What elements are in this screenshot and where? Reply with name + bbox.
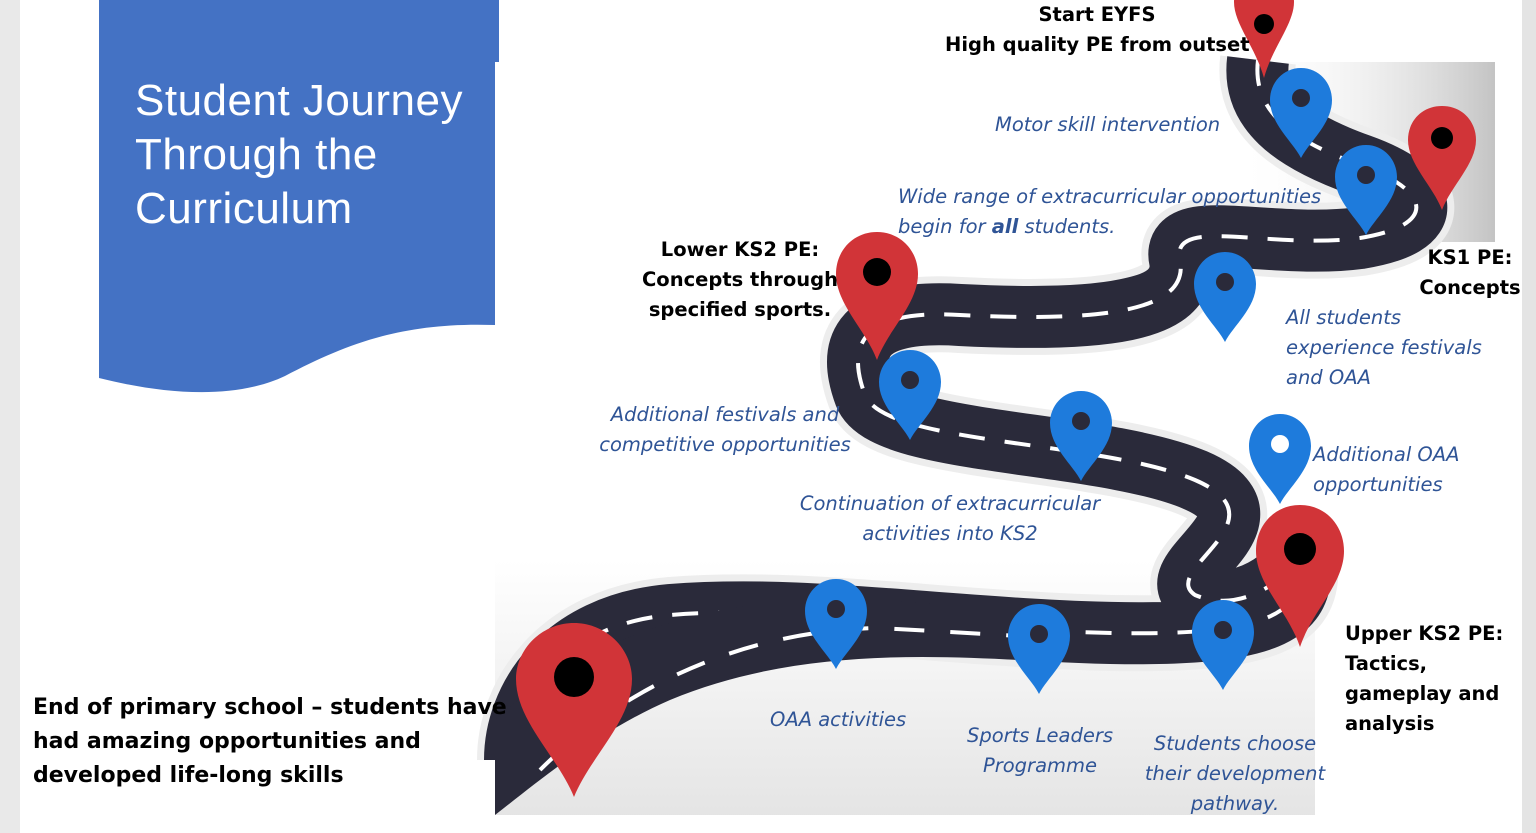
milestone-start-label: Start EYFS High quality PE from outset [945, 0, 1250, 60]
activity-festivals-label: All students experience festivals and OA… [1286, 303, 1482, 393]
milestone-pin-end [516, 623, 632, 797]
activity-pin-festivals [1194, 252, 1256, 342]
continuation-line-1: Continuation of extracurricular [799, 492, 1101, 515]
milestone-pin-start [1234, 0, 1294, 78]
festivals-line-2: experience festivals [1286, 336, 1482, 359]
continuation-line-2: activities into KS2 [862, 522, 1038, 545]
road-foreground [495, 598, 1020, 815]
choose-line-2: their development [1144, 762, 1326, 785]
activity-choose-label: Students choose their development pathwa… [1135, 729, 1335, 819]
upper-ks2-line-4: analysis [1345, 712, 1435, 735]
journey-illustration [99, 0, 1495, 815]
slide-title: Student Journey Through the Curriculum [135, 74, 463, 236]
activity-additional-label: Additional festivals and competitive opp… [585, 400, 865, 460]
activity-pin-continuation [1050, 391, 1112, 481]
title-line-2: Through the [135, 130, 378, 179]
activity-pin-wide [1335, 145, 1397, 235]
activity-motor-label: Motor skill intervention [995, 113, 1221, 136]
milestone-end-label: End of primary school – students have ha… [33, 691, 507, 793]
activity-pin-add-oaa [1249, 414, 1311, 504]
wide-line-2-pre: begin for [898, 215, 992, 238]
wide-line-2-bold: all [991, 215, 1019, 238]
activity-continuation-label: Continuation of extracurricular activiti… [780, 489, 1120, 549]
upper-ks2-line-2: Tactics, [1345, 652, 1428, 675]
wide-line-1: Wide range of extracurricular opportunit… [898, 185, 1322, 208]
leaders-line-1: Sports Leaders [966, 724, 1114, 747]
start-line-1: Start EYFS [1038, 3, 1156, 26]
wide-line-2-post: students. [1018, 215, 1116, 238]
activity-add-oaa-label: Additional OAA opportunities [1313, 440, 1459, 500]
milestone-lower-ks2-label: Lower KS2 PE: Concepts through specified… [635, 235, 845, 325]
ks1-line-2: Concepts [1419, 276, 1521, 299]
choose-line-1: Students choose [1153, 732, 1317, 755]
upper-ks2-line-1: Upper KS2 PE: [1345, 622, 1504, 645]
end-line-1: End of primary school – students have [33, 695, 507, 720]
activity-pin-motor [1270, 68, 1332, 158]
festivals-line-3: and OAA [1286, 366, 1371, 389]
festivals-line-1: All students [1286, 306, 1402, 329]
milestone-pin-lower-ks2 [836, 232, 918, 360]
milestone-pin-ks1 [1408, 106, 1476, 210]
wide-line-2: begin for all students. [898, 212, 1321, 242]
add-oaa-line-2: opportunities [1313, 473, 1443, 496]
slide: Student Journey Through the Curriculum S… [20, 0, 1522, 833]
milestone-ks1-label: KS1 PE: Concepts [1418, 243, 1522, 303]
activity-oaa-label: OAA activities [770, 708, 907, 731]
activity-pin-leaders [1008, 604, 1070, 694]
end-line-3: developed life-long skills [33, 763, 344, 788]
additional-line-1: Additional festivals and [610, 403, 840, 426]
window-edge [1522, 0, 1536, 833]
title-panel [99, 0, 499, 393]
activity-pin-additional [879, 350, 941, 440]
title-line-1: Student Journey [135, 76, 463, 125]
start-line-2: High quality PE from outset [945, 33, 1250, 56]
add-oaa-line-1: Additional OAA [1313, 443, 1460, 466]
activity-pin-choose [1192, 600, 1254, 690]
upper-ks2-line-3: gameplay and [1345, 682, 1500, 705]
activity-leaders-label: Sports Leaders Programme [955, 721, 1125, 781]
lower-ks2-line-3: specified sports. [648, 298, 832, 321]
milestone-pin-upper-ks2 [1256, 505, 1344, 647]
activity-wide-label: Wide range of extracurricular opportunit… [898, 182, 1321, 242]
milestone-upper-ks2-label: Upper KS2 PE: Tactics, gameplay and anal… [1345, 619, 1503, 739]
title-line-3: Curriculum [135, 184, 353, 233]
lower-ks2-line-1: Lower KS2 PE: [660, 238, 820, 261]
ks1-line-1: KS1 PE: [1427, 246, 1513, 269]
end-line-2: had amazing opportunities and [33, 729, 421, 754]
additional-line-2: competitive opportunities [599, 433, 851, 456]
leaders-line-2: Programme [982, 754, 1098, 777]
lower-ks2-line-2: Concepts through [642, 268, 838, 291]
activity-pin-oaa [805, 579, 867, 669]
choose-line-3: pathway. [1190, 792, 1280, 815]
